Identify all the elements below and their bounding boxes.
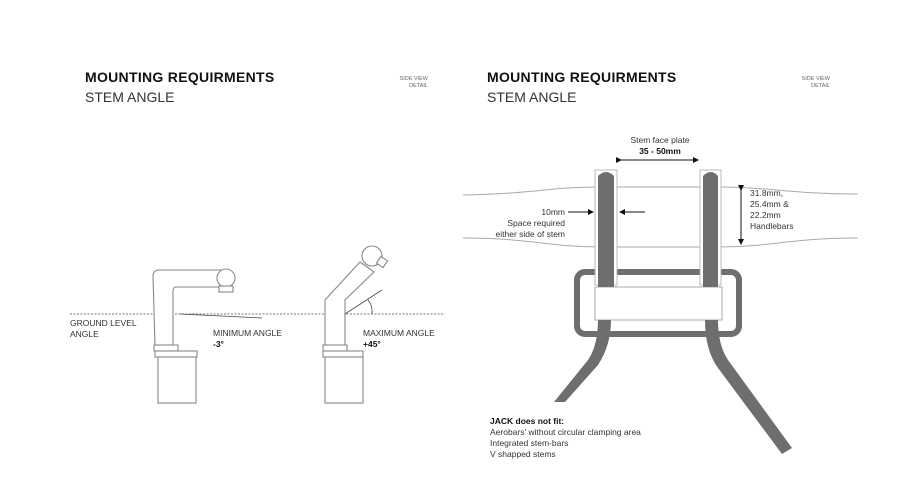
not-fit-heading: JACK does not fit: bbox=[490, 416, 564, 426]
not-fit-item: Aerobars' without circular clamping area bbox=[490, 427, 641, 437]
spacing-label-2: either side of stem bbox=[496, 229, 565, 239]
handlebar-label: Handlebars bbox=[750, 221, 793, 231]
spacing-value: 10mm bbox=[541, 207, 565, 217]
handlebar bbox=[462, 186, 859, 248]
right-side-detail: DETAIL bbox=[811, 83, 830, 89]
right-side-view: SIDE VIEW bbox=[802, 76, 831, 82]
left-panel: MOUNTING REQUIRMENTS STEM ANGLE SIDE VIE… bbox=[70, 69, 445, 404]
not-fit-item: V shapped stems bbox=[490, 449, 556, 459]
left-side-detail: DETAIL bbox=[409, 83, 428, 89]
right-panel: MOUNTING REQUIRMENTS STEM ANGLE SIDE VIE… bbox=[462, 69, 859, 459]
handlebar-size-3: 22.2mm bbox=[750, 210, 781, 220]
min-angle-label: MINIMUM ANGLE bbox=[213, 328, 282, 338]
max-angle-label: MAXIMUM ANGLE bbox=[363, 328, 435, 338]
spacing-label-1: Space required bbox=[507, 218, 565, 228]
max-angle-value: +45° bbox=[363, 339, 381, 349]
right-title: MOUNTING REQUIRMENTS bbox=[487, 69, 677, 85]
stem-clamp bbox=[554, 169, 792, 454]
face-plate-label: Stem face plate bbox=[630, 135, 689, 145]
handlebar-size-1: 31.8mm, bbox=[750, 188, 783, 198]
face-plate-value: 35 - 50mm bbox=[639, 146, 681, 156]
stem-minimum-angle bbox=[152, 268, 263, 404]
left-side-view: SIDE VIEW bbox=[400, 76, 429, 82]
min-angle-value: -3° bbox=[213, 339, 225, 349]
ground-label-2: ANGLE bbox=[70, 329, 99, 339]
handlebar-size-2: 25.4mm & bbox=[750, 199, 789, 209]
left-title: MOUNTING REQUIRMENTS bbox=[85, 69, 275, 85]
stem-maximum-angle bbox=[322, 245, 389, 404]
not-fit-item: Integrated stem-bars bbox=[490, 438, 568, 448]
ground-label-1: GROUND LEVEL bbox=[70, 318, 137, 328]
right-subtitle: STEM ANGLE bbox=[487, 89, 576, 105]
left-subtitle: STEM ANGLE bbox=[85, 89, 174, 105]
